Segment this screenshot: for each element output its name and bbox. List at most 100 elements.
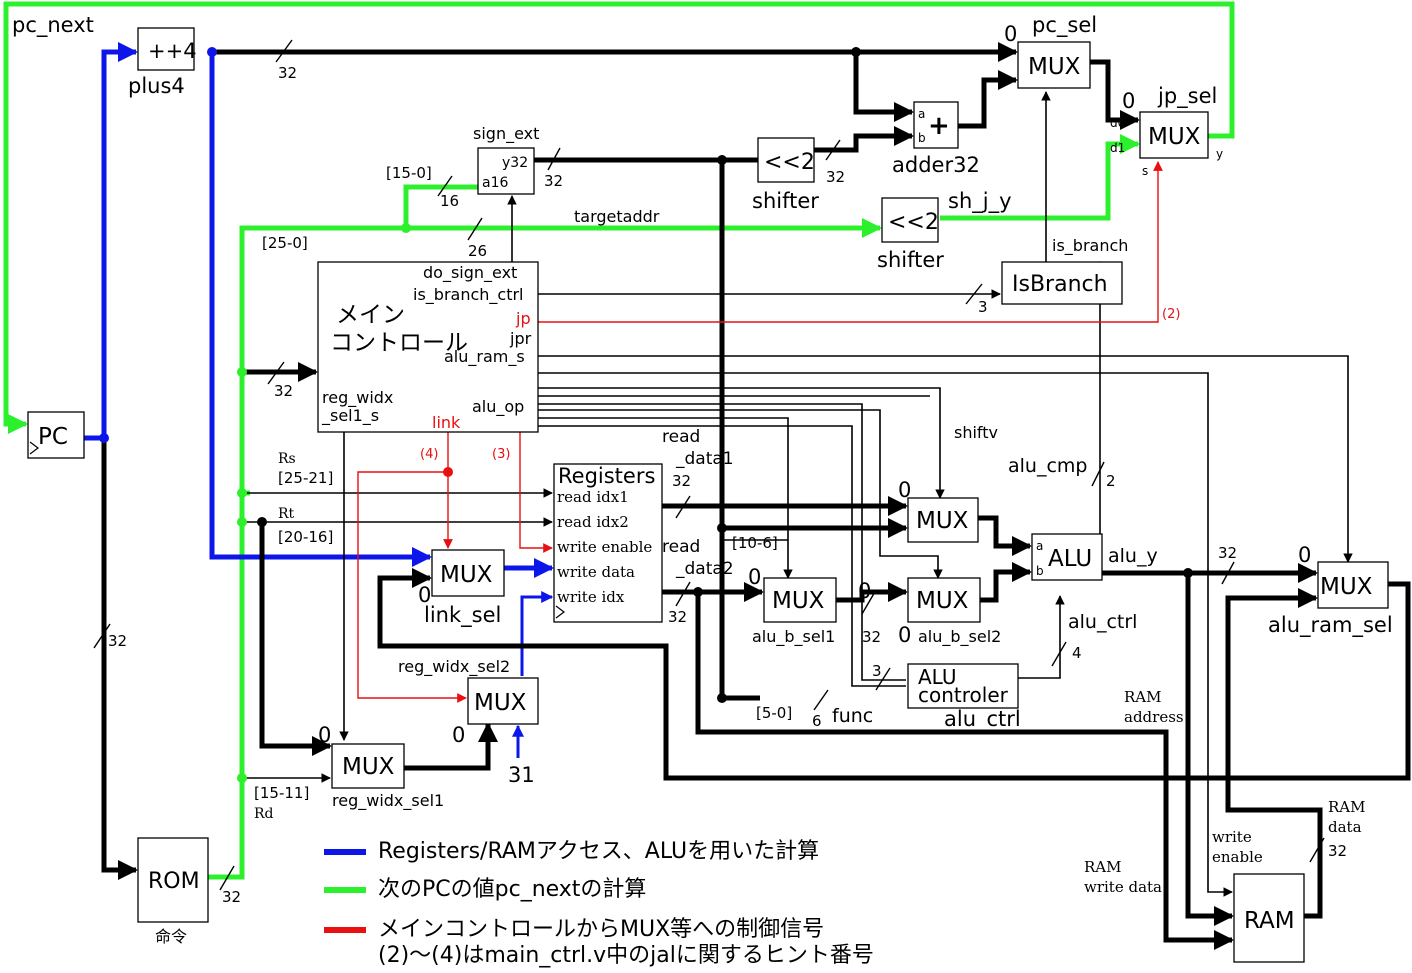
bits-10-6: [10-6] <box>732 534 778 552</box>
width-func: 6 <box>812 712 822 730</box>
read-data2-l2: _data2 <box>675 559 734 579</box>
jp-sel-d0: d0 <box>1110 116 1125 130</box>
reg-port-write-data: write data <box>557 563 635 581</box>
port-alu-op: alu_op <box>472 397 524 417</box>
alu-controler-block: ALU controler alu_ctrl func <box>832 663 1021 732</box>
jp-sel-s: s <box>1142 164 1148 178</box>
const-31: 31 <box>508 763 535 787</box>
main-control-block: メイン コントロール do_sign_ext is_branch_ctrl jp… <box>317 261 539 433</box>
alu-cmp-signal: alu_cmp <box>1008 455 1087 477</box>
alu-ram-sel-name: alu_ram_sel <box>1268 613 1393 638</box>
reg-widx-sel1-mux: MUX 0 reg_widx_sel1 <box>318 723 444 811</box>
legend-item-red: メインコントロールからMUX等への制御信号 <box>378 917 824 942</box>
reg-widx-sel2-zero: 0 <box>452 723 465 747</box>
alu-a: a <box>1036 539 1043 553</box>
shiftv-signal: shiftv <box>954 423 998 442</box>
alu-b-sel2-zero: 0 <box>898 623 911 647</box>
shifter1-block: <<2 shifter <box>752 137 819 213</box>
ram-data-l2: data <box>1328 818 1362 836</box>
jp-sel-zero: 0 <box>1122 89 1135 113</box>
adder-plus: + <box>928 111 950 141</box>
sign-ext-name: sign_ext <box>473 124 539 144</box>
legend: Registers/RAMアクセス、ALUを用いた計算 次のPCの値pc_nex… <box>324 839 874 968</box>
width-alu-ctrl: 4 <box>1072 644 1082 662</box>
registers-title: Registers <box>558 464 655 488</box>
junction-dots <box>99 47 1193 783</box>
ram-address-l2: address <box>1124 708 1184 726</box>
width-targetaddr: 26 <box>468 242 487 260</box>
pc-sel-label: pc_sel <box>1032 13 1097 38</box>
alu-a-mux-zero: 0 <box>898 478 911 502</box>
jp-sel-mux-label: MUX <box>1148 124 1201 150</box>
width-alu-cmp: 2 <box>1106 472 1116 490</box>
ram-label: RAM <box>1244 908 1295 934</box>
bit-range-labels: [15-0] [25-0] [25-21] [20-16] [15-11] [1… <box>254 164 792 802</box>
bits-25-0: [25-0] <box>262 234 308 252</box>
red-wires <box>357 161 1163 703</box>
green-wires <box>3 1 1235 880</box>
link-sel-mux: MUX 0 link_sel <box>418 549 505 628</box>
read-data2-l1: read <box>662 537 700 557</box>
rom-label: ROM <box>148 869 200 894</box>
hint-labels: (2) (3) (4) <box>420 307 1180 462</box>
main-ctrl-title-1: メイン <box>336 302 405 328</box>
write-enable-l1: write <box>1212 828 1252 846</box>
alu-b-sel1-name: alu_b_sel1 <box>752 627 835 647</box>
legend-item-blue: Registers/RAMアクセス、ALUを用いた計算 <box>378 839 819 864</box>
alu-b-sel2-mux: MUX 0 0 alu_b_sel2 <box>858 577 1001 647</box>
read-data1-l2: _data1 <box>675 449 734 469</box>
rd-signal: Rd <box>254 806 274 822</box>
adder-block: a b + adder32 <box>892 101 980 177</box>
reg-widx-sel2-mux-label: MUX <box>474 690 527 716</box>
alu-a-mux: MUX 0 shiftv <box>898 423 998 543</box>
alu-b-sel2-mux-label: MUX <box>916 588 969 614</box>
adder-a: a <box>918 107 925 121</box>
reg-port-read-idx1: read idx1 <box>557 488 629 506</box>
ram-address-l1: RAM <box>1124 688 1162 706</box>
reg-widx-sel2-name: reg_widx_sel2 <box>398 657 510 677</box>
black-thin-wires <box>242 91 1353 897</box>
width-rom-out: 32 <box>222 888 241 906</box>
ram-block: RAM <box>1233 873 1305 963</box>
shifter2-label: <<2 <box>888 210 939 235</box>
ram-write-data-l1: RAM <box>1084 858 1122 876</box>
rs-signal: Rs <box>278 451 296 467</box>
link-sel-mux-label: MUX <box>440 562 493 588</box>
port-jp: jp <box>515 309 531 328</box>
link-signal: link <box>432 413 461 432</box>
width-main-ctrl-in: 32 <box>274 382 293 400</box>
port-do-sign-ext: do_sign_ext <box>423 263 517 283</box>
bits-5-0: [5-0] <box>756 704 792 722</box>
shifter1-label: <<2 <box>764 150 815 175</box>
sign-ext-out: y32 <box>502 155 528 171</box>
pc-sel-mux-label: MUX <box>1028 54 1081 80</box>
width-is-branch-ctrl: 3 <box>978 298 988 316</box>
bus-width-labels: 32 32 32 16 26 32 3 32 32 2 32 32 3 4 6 … <box>108 64 1347 906</box>
port-is-branch-ctrl: is_branch_ctrl <box>413 285 524 305</box>
sh-j-y-signal: sh_j_y <box>948 189 1012 214</box>
link-sel-name: link_sel <box>424 603 501 628</box>
isbranch-block: IsBranch is_branch <box>1001 236 1128 305</box>
alu-ram-sel-mux: MUX 0 alu_ram_sel <box>1268 543 1393 638</box>
alu-ram-sel-zero: 0 <box>1298 543 1311 567</box>
reg-port-write-enable: write enable <box>557 538 652 556</box>
rom-block: ROM 命令 <box>137 837 209 946</box>
port-alu-ram-s: alu_ram_s <box>444 347 525 367</box>
pc-sel-zero: 0 <box>1004 22 1017 46</box>
width-sign-ext-in: 16 <box>440 192 459 210</box>
reg-widx-sel1-zero: 0 <box>318 723 331 747</box>
pc-next-signal: pc_next <box>12 13 94 38</box>
func-signal: func <box>832 705 873 727</box>
pc-label: PC <box>38 424 68 450</box>
port-sel1-s: _sel1_s <box>321 406 379 426</box>
width-shifter1-out: 32 <box>826 168 845 186</box>
alu-controler-name: alu_ctrl <box>944 707 1021 732</box>
link-sel-zero: 0 <box>418 583 431 607</box>
shifter1-name: shifter <box>752 189 819 213</box>
rt-signal: Rt <box>278 506 295 522</box>
jp-sel-y: y <box>1216 147 1223 161</box>
sign-ext-block: sign_ext y32 a16 <box>473 124 539 195</box>
shifter2-name: shifter <box>877 248 944 272</box>
plus4-block: ++4 plus4 <box>128 27 197 98</box>
